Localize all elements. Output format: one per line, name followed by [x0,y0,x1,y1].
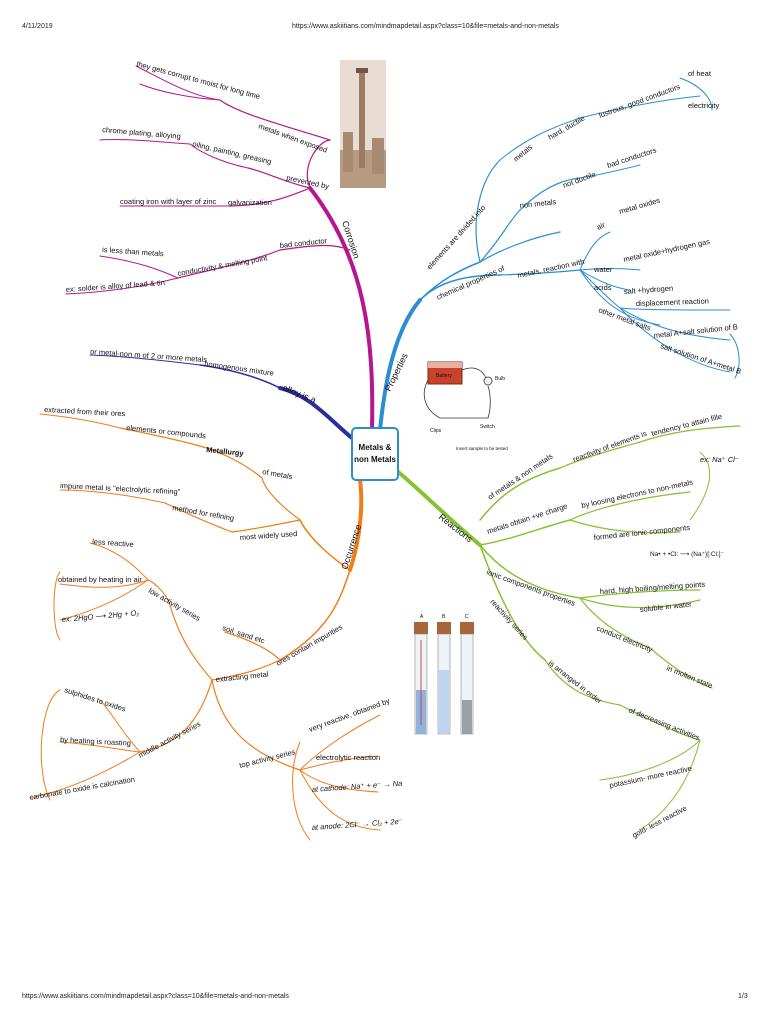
circuit-diagram: Battery Bulb Clips Switch Insert sample … [423,361,508,451]
occurrence-electrolytic-label: electrolytic reaction [316,753,380,762]
occurrence-extracted-label: extracted from their ores [44,405,126,418]
battery-label: Battery [436,373,452,379]
footer-url[interactable]: https://www.askiitians.com/mindmapdetail… [22,993,289,1000]
reactions-ex-nacl-label: ex: Na⁺ Cl⁻ [700,455,739,464]
occurrence-soil-label: soil, sand etc [221,623,266,645]
tube-c-label: C [465,614,469,620]
properties-air-label: air [595,220,607,232]
reactions-branch [394,425,741,831]
properties-branch [378,77,740,432]
properties-metals-label: metals [512,142,535,163]
occurrence-labels: Occurrence of metals Metallurgy elements… [29,405,403,832]
alloy-branch [89,354,354,440]
properties-salt-a-label: salt solution of A+metal B [659,341,742,376]
reactions-conduct-label: conduct electricity [595,624,654,655]
properties-non-metals-label: non metals [519,197,557,210]
properties-salt-b-label: metal A+salt solution of B [653,322,738,340]
insert-sample-label: Insert sample to be tested [456,446,508,451]
properties-of-heat-label: of heat [688,69,712,78]
reactions-hard-points-label: hard, high boiling/melting points [600,580,706,596]
corrosion-solder-label: ex: solder is alloy of lead & tin [66,278,166,294]
header-date: 4/11/2019 [22,23,53,30]
center-title-line2: non Metals [354,455,396,464]
properties-oxide-h2-label: metal oxide+hydrogen gas [623,237,711,264]
occurrence-sulphides-label: sulphides to oxides [63,685,127,713]
alloy-branch-label: alloy is a [281,383,317,405]
reactions-decreasing-label: of decreasing activities [627,706,701,743]
occurrence-cathode-equation: at cathode: Na⁺ + e⁻ → Na [312,779,403,794]
properties-chemical-label: chemical properties of [435,263,507,301]
reactions-tendency-label: tendency to attain fille [650,412,723,438]
occurrence-branch [29,413,381,841]
properties-acids-label: acids [594,283,612,292]
corrosion-branch [65,65,375,432]
properties-not-ductile-label: not ductile [562,170,597,190]
center-title-line1: Metals & [359,443,392,452]
reactions-ionic-label: formed are ionic components [593,523,690,542]
occurrence-middle-label: middle activity series [137,719,203,760]
corrosion-conductivity-label: conductivity & melting point [177,253,269,278]
occurrence-top-label: top activity series [238,747,296,770]
occurrence-most-used-label: most widely used [240,529,298,542]
header-url[interactable]: https://www.askiitians.com/mindmapdetail… [292,23,559,30]
properties-salt-h2-label: salt +hydrogen [624,284,674,296]
properties-divided-label: elements are divided into [425,203,487,271]
properties-labels: Properties elements are divided into met… [383,69,743,393]
reactions-ionic-equation: Na• + •Cl: ⟶ (Na⁺)[:Cl:]⁻ [650,551,724,558]
properties-electricity-label: electricity [688,101,720,110]
footer-page-number: 1/3 [738,993,748,1000]
corrosion-zinc-label: coating iron with layer of zinc [120,197,217,206]
reactions-arranged-label: is arranged in order [547,658,604,705]
corrosion-chrome-label: chrome plating, alloying [102,125,181,141]
properties-reaction-with-label: metals, reaction with [517,257,586,280]
occurrence-roasting-label: by heating is roasting [60,735,131,748]
occurrence-less-reactive-label: less reactive [92,537,134,549]
corrosion-galvanization-label: galvanization [228,198,272,207]
properties-bad-conductors-label: bad conductors [606,145,658,169]
occurrence-very-reactive-label: very reactive, obtained by [308,696,392,734]
occurrence-impure-label: impure metal is "electrolytic refining" [60,481,181,496]
alloy-metal-nonmetal-label: or metal-non m of 2 or more metals [90,347,208,364]
occurrence-extracting-label: extracting metal [215,669,269,684]
reactions-positive-label: metals obtain +ve charge [486,501,569,536]
properties-lustrous-label: lustrous, good conductors [598,82,682,120]
occurrence-of-metals-label: of metals [262,467,294,481]
corrosion-exposed-label: metals when exposed [257,121,328,154]
corrosion-bad-conductor-label: bad conductor [279,236,328,250]
reactions-soluble-label: soluble in water [639,600,692,614]
reactions-labels: Reactions of metals & non metals reactiv… [437,412,739,840]
reactions-molten-label: in molten state [665,664,714,691]
reactions-of-metals-label: of metals & non metals [486,451,554,501]
corrosion-labels: Corrosion metals when exposed they gets … [66,59,362,294]
iron-pillar-image [340,60,386,188]
occurrence-low-equation: ex: 2HgO ⟶ 2Hg + O₂ [61,608,139,624]
occurrence-ores-label: ores contain impurities [275,622,345,667]
reactions-reactivity-of-label: reactivity of elements is [572,429,649,464]
alloy-homogenous-label: homogenous mixture [204,359,275,378]
reactions-branch-label: Reactions [437,512,475,545]
alloy-labels: alloy is a homogenous mixture or metal-n… [90,347,318,405]
center-node[interactable]: Metals & non Metals [351,427,399,481]
tube-a-label: A [420,614,424,620]
clips-label: Clips [430,428,442,434]
properties-hard-label: hard, ductile [547,114,587,142]
tube-b-label: B [442,614,446,620]
switch-label: Switch [480,424,495,430]
occurrence-heating-air-label: obtained by heating in air [58,575,142,584]
occurrence-metallurgy-label: Metallurgy [206,445,245,458]
corrosion-less-than-label: is less than metals [102,245,164,258]
reactions-series-label: reactivity series [489,597,530,642]
properties-metal-oxides-label: metal oxides [618,196,661,216]
test-tubes-image: A B C [414,614,474,735]
properties-water-label: water [593,265,613,274]
occurrence-anode-equation: at anode: 2Cl⁻ → Cl₂ + 2e⁻ [312,817,403,832]
bulb-label: Bulb [495,376,505,382]
occurrence-calcination-label: carbonate to oxide is calcination [29,775,136,802]
reactions-gold-label: gold- less reactive [631,803,689,839]
properties-displacement-label: displacement reaction [636,296,709,308]
